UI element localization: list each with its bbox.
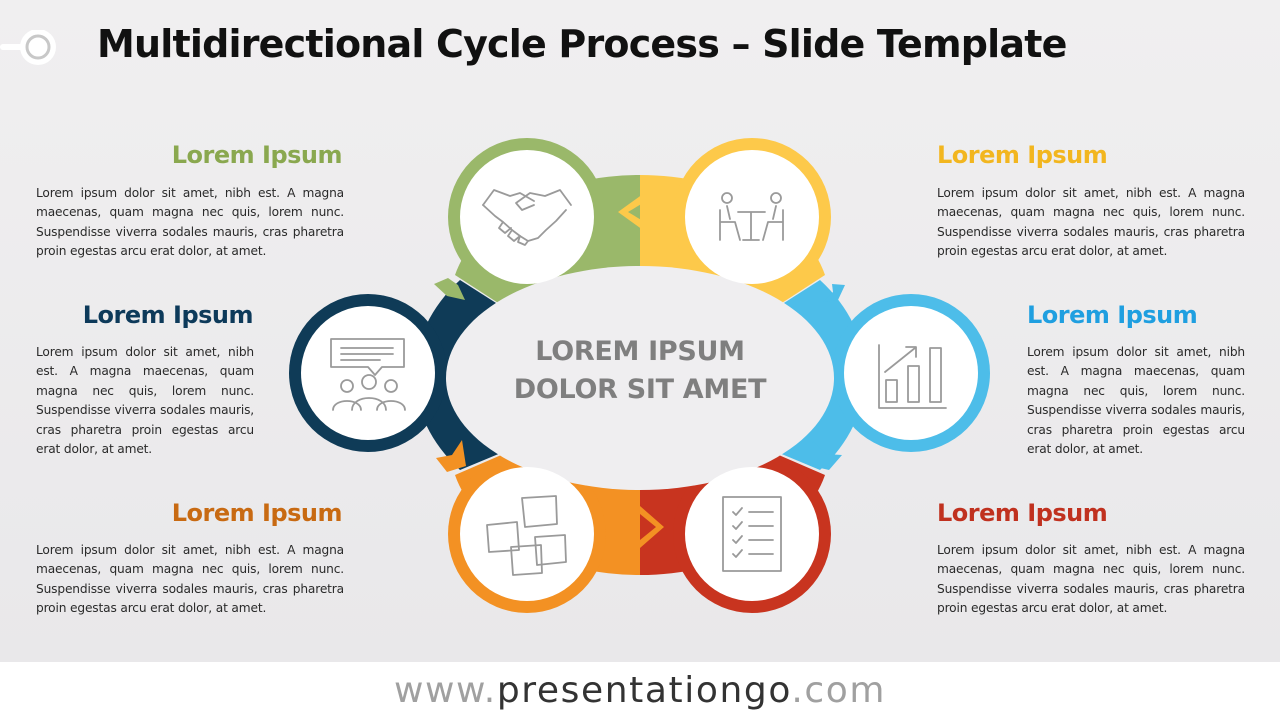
arrow-blue-to-yellow xyxy=(823,284,845,302)
footer: www.presentationgo.com xyxy=(0,662,1280,720)
step-text-navy: Lorem ipsum dolor sit amet, nibh est. A … xyxy=(36,345,254,457)
cycle-diagram xyxy=(289,138,990,613)
center-oval xyxy=(446,266,834,490)
center-text-line1: LOREM IPSUM xyxy=(535,336,745,367)
slide-title: Multidirectional Cycle Process – Slide T… xyxy=(97,22,1067,66)
arrow-blue-to-red xyxy=(812,440,842,470)
step-text-blue: Lorem ipsum dolor sit amet, nibh est. A … xyxy=(1027,345,1245,457)
icon-circle-navy xyxy=(301,306,435,440)
step-heading-blue: Lorem Ipsum xyxy=(1027,301,1198,329)
arrow-orange-to-red xyxy=(640,506,664,548)
step-heading-yellow: Lorem Ipsum xyxy=(937,141,1108,169)
team-discussion-icon xyxy=(330,338,406,411)
step-heading-green: Lorem Ipsum xyxy=(171,141,343,169)
arrow-orange-to-navy xyxy=(436,440,466,472)
step-text-yellow: Lorem ipsum dolor sit amet, nibh est. A … xyxy=(937,186,1245,259)
key-icon xyxy=(0,30,56,65)
arrow-yellow-to-green xyxy=(618,194,643,230)
center-text-line2: DOLOR SIT AMET xyxy=(513,374,767,405)
step-text-orange: Lorem ipsum dolor sit amet, nibh est. A … xyxy=(36,543,344,616)
icon-circle-blue xyxy=(844,306,978,440)
step-text-green: Lorem ipsum dolor sit amet, nibh est. A … xyxy=(36,186,344,259)
checklist-icon xyxy=(722,496,782,572)
bar-chart-icon xyxy=(878,344,947,409)
step-heading-orange: Lorem Ipsum xyxy=(171,499,343,527)
icon-circle-orange xyxy=(460,467,594,601)
sticky-notes-icon xyxy=(486,495,567,576)
step-heading-red: Lorem Ipsum xyxy=(937,499,1108,527)
step-text-red: Lorem ipsum dolor sit amet, nibh est. A … xyxy=(937,543,1245,616)
slide: Multidirectional Cycle Process – Slide T… xyxy=(0,0,1280,662)
meeting-icon xyxy=(719,192,784,241)
center-text: LOREM IPSUM DOLOR SIT AMET xyxy=(470,333,810,409)
footer-url[interactable]: www.presentationgo.com xyxy=(394,670,886,711)
footer-url-domain: presentationgo xyxy=(496,670,792,711)
step-heading-navy: Lorem Ipsum xyxy=(82,301,254,329)
icon-circle-green xyxy=(460,150,594,284)
icon-circle-yellow xyxy=(685,150,819,284)
footer-url-suffix: .com xyxy=(791,670,887,711)
handshake-icon xyxy=(482,189,572,246)
icon-circle-red xyxy=(685,467,819,601)
footer-url-prefix: www. xyxy=(393,670,497,711)
arrow-green-to-navy xyxy=(434,278,465,300)
